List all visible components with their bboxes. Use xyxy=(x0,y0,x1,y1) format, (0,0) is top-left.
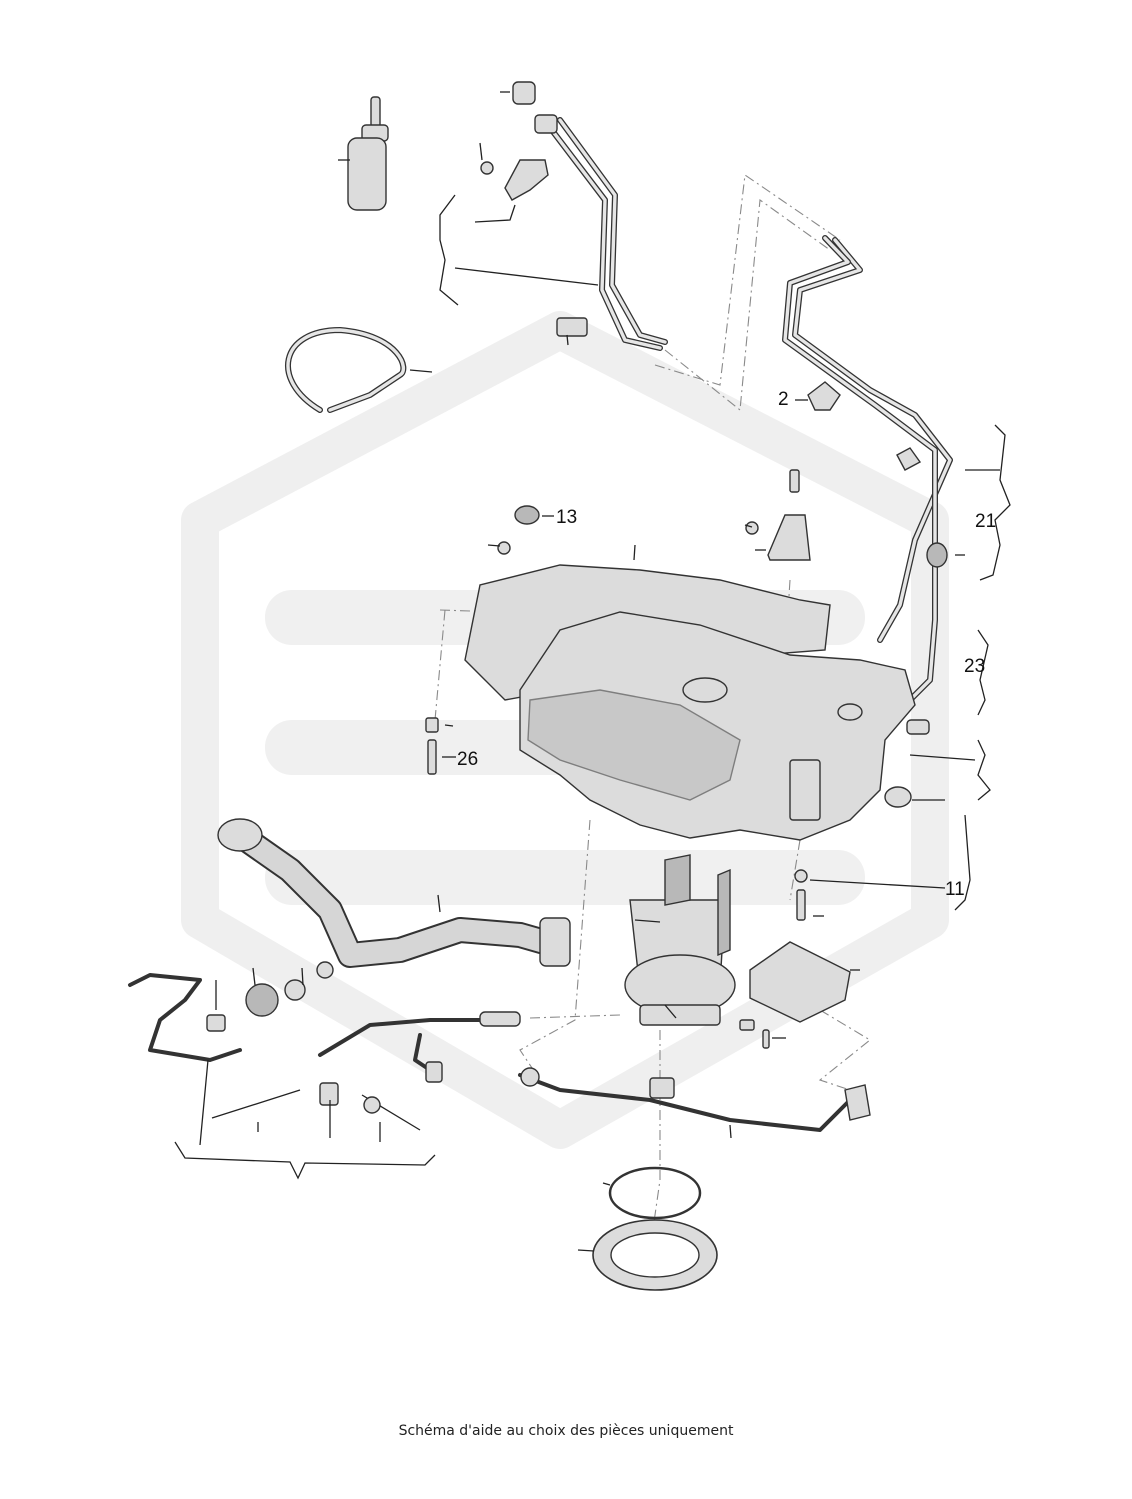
seal-ring xyxy=(608,1166,702,1220)
tank-fasteners xyxy=(425,469,811,921)
callout-labels: 13 2 21 23 26 11 xyxy=(457,389,996,900)
leader-lines xyxy=(199,91,1000,1252)
filler-neck xyxy=(217,818,571,979)
fuel-tank xyxy=(519,611,916,841)
right-fuel-lines xyxy=(782,235,953,808)
callout-13: 13 xyxy=(556,507,577,528)
grouping-brackets xyxy=(174,194,1011,1180)
vent-hose xyxy=(285,327,407,413)
locking-ring xyxy=(592,1219,718,1291)
callout-26: 26 xyxy=(457,749,478,770)
fuel-additive-bottle xyxy=(347,96,389,211)
callout-23: 23 xyxy=(964,656,985,677)
small-parts-lower-left xyxy=(206,979,421,1131)
wiring-harness xyxy=(128,973,871,1132)
callout-21: 21 xyxy=(975,511,996,532)
diagram-caption: Schéma d'aide au choix des pièces unique… xyxy=(398,1423,734,1439)
callout-11: 11 xyxy=(945,879,965,900)
fuel-pump-control-unit xyxy=(739,941,851,1049)
upper-fuel-lines xyxy=(480,81,668,351)
callout-2: 2 xyxy=(778,389,789,410)
fuel-pump-unit xyxy=(624,854,736,1026)
